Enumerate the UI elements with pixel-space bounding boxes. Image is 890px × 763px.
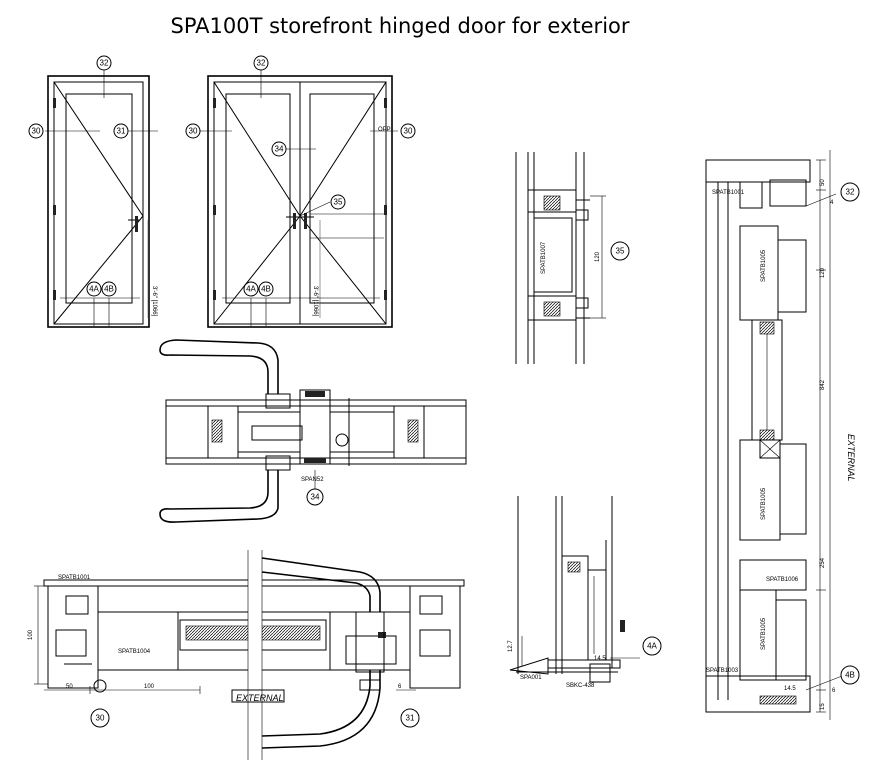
horizontal-section-detail <box>34 550 465 760</box>
callout-4b-single: 4B <box>101 281 117 297</box>
label-spatb1004: SPATB1004 <box>118 649 151 655</box>
callout-4a-double: 4A <box>243 281 259 297</box>
callout-30-double: 30 <box>185 123 201 139</box>
dim-120-section35: 120 <box>595 251 601 262</box>
callout-35-double: 35 <box>330 194 346 210</box>
dim-842: 842 <box>820 379 826 390</box>
single-door-elevation <box>45 70 158 328</box>
label-spatb1005-lower: SPATB1005 <box>761 617 767 650</box>
svg-text:35: 35 <box>616 247 625 256</box>
dim-6-right: 6 <box>832 688 836 694</box>
svg-text:4B: 4B <box>261 285 271 294</box>
svg-text:30: 30 <box>96 714 105 723</box>
dim-100: 100 <box>144 684 155 690</box>
label-spatb1006: SPATB1006 <box>766 577 799 583</box>
callout-30-section: 30 <box>90 708 110 728</box>
svg-text:35: 35 <box>334 198 343 207</box>
callout-4b-section: 4B <box>840 665 860 685</box>
callout-30-single: 30 <box>28 123 44 139</box>
vertical-section-full-height <box>705 150 843 720</box>
svg-text:30: 30 <box>189 127 198 136</box>
svg-text:34: 34 <box>311 493 320 502</box>
svg-text:32: 32 <box>100 59 109 68</box>
label-spatb1005-upper: SPATB1005 <box>761 249 767 282</box>
svg-text:4A: 4A <box>647 642 657 651</box>
svg-text:31: 31 <box>117 127 126 136</box>
handle-section-detail <box>159 339 467 523</box>
label-spatb1001-horizontal: SPATB1001 <box>58 575 91 581</box>
callout-32-section: 32 <box>840 182 860 202</box>
svg-text:32: 32 <box>846 188 855 197</box>
dim-6: 6 <box>398 684 402 690</box>
label-handle-height-double: 3'-6" [1066] <box>312 286 318 317</box>
label-external-horizontal: EXTERNAL <box>236 693 284 703</box>
dim-15: 15 <box>820 703 826 710</box>
label-spatb1007: SPATB1007 <box>541 241 547 274</box>
dim-4: 4 <box>830 200 834 206</box>
svg-text:4A: 4A <box>246 285 256 294</box>
dim-120-right: 120 <box>820 267 826 278</box>
svg-text:34: 34 <box>275 145 284 154</box>
callout-31-section: 31 <box>400 708 420 728</box>
label-span52: SPAN52 <box>301 477 324 483</box>
dim-254: 254 <box>820 557 826 568</box>
label-spatb1001-vertical: SPATB1001 <box>712 190 745 196</box>
callout-4a-section: 4A <box>642 636 662 656</box>
dim-14-5-a: 14.5 <box>594 656 606 662</box>
drawing-title: SPA100T storefront hinged door for exter… <box>170 14 630 38</box>
svg-text:30: 30 <box>32 127 41 136</box>
svg-text:30: 30 <box>404 127 413 136</box>
label-spa001: SPA001 <box>520 675 542 681</box>
dim-12-7: 12.7 <box>508 640 514 652</box>
callout-35-section: 35 <box>610 241 630 261</box>
svg-text:4B: 4B <box>104 285 114 294</box>
callout-4b-double: 4B <box>258 281 274 297</box>
dim-50-top: 50 <box>820 179 826 186</box>
vertical-section-35 <box>515 152 606 364</box>
callout-31-single: 31 <box>113 123 129 139</box>
dim-14-5-b: 14.5 <box>784 686 796 692</box>
svg-text:32: 32 <box>257 59 266 68</box>
svg-text:31: 31 <box>406 714 415 723</box>
label-sbkc: SBKC-438 <box>566 683 595 689</box>
callout-34-double: 34 <box>271 141 287 157</box>
callout-4a-single: 4A <box>86 281 102 297</box>
double-door-elevation <box>200 70 398 328</box>
callout-32-single: 32 <box>96 55 112 71</box>
label-external-vertical: EXTERNAL <box>846 434 856 482</box>
callout-32-double: 32 <box>253 55 269 71</box>
label-spatb1003: SPATB1003 <box>706 668 739 674</box>
svg-text:4A: 4A <box>89 285 99 294</box>
callout-34-section: 34 <box>306 488 324 506</box>
label-spatb1005-middle: SPATB1005 <box>761 487 767 520</box>
dim-100-vertical: 100 <box>28 629 34 640</box>
vertical-section-4a <box>509 496 640 683</box>
label-opp: OPP <box>378 127 391 133</box>
callout-30-double-right: 30 <box>400 123 416 139</box>
dim-50: 50 <box>66 684 73 690</box>
label-handle-height-single: 3'-6" [1066] <box>151 286 157 317</box>
svg-text:4B: 4B <box>845 671 855 680</box>
